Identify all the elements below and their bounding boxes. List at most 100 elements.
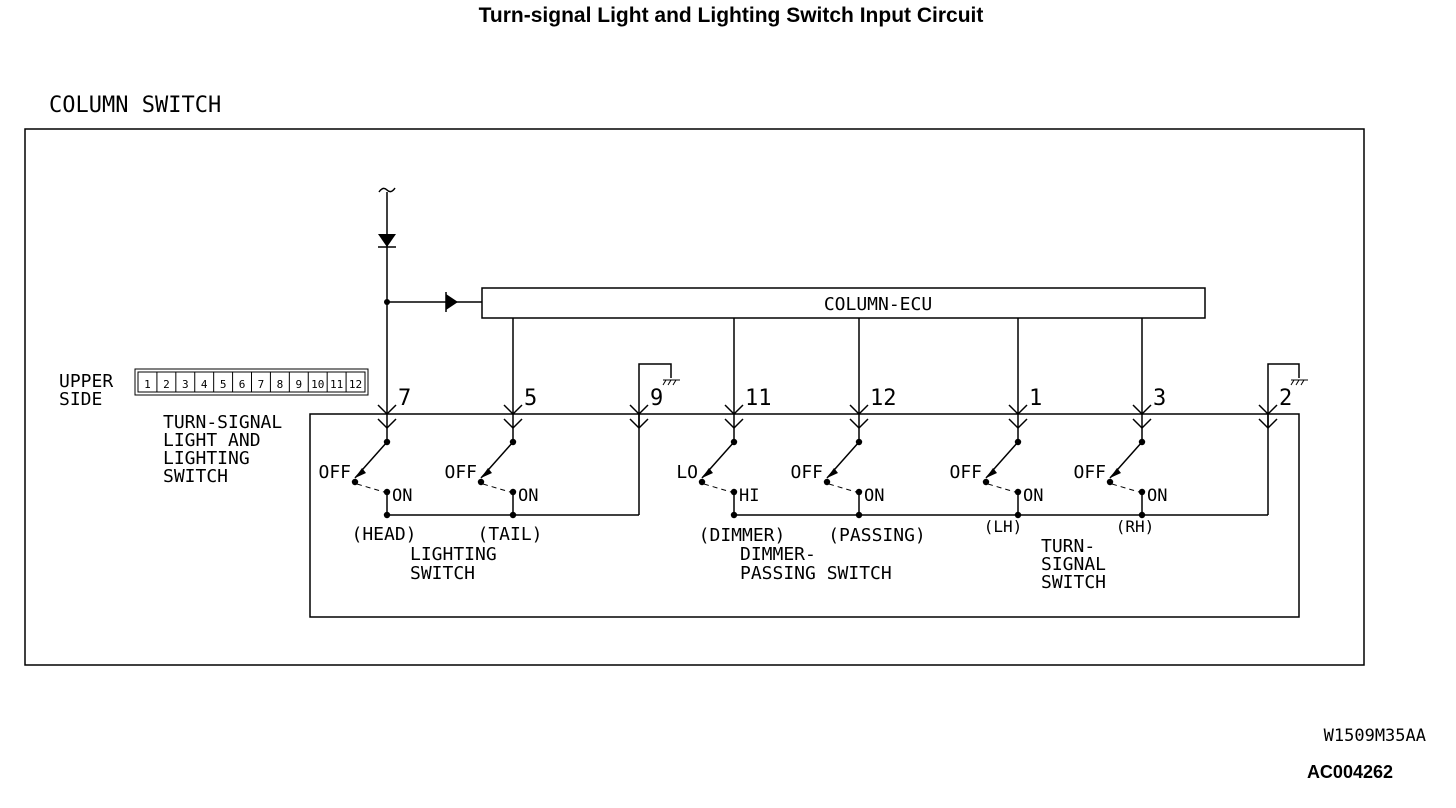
connector-pin: 8 (269, 372, 284, 392)
terminal: 1 (1008, 386, 1042, 430)
pin-number: 5 (220, 378, 227, 391)
pin-number: 12 (349, 378, 362, 391)
pin-number: 8 (277, 378, 284, 391)
pin-number: 4 (201, 378, 208, 391)
terminal: 12 (849, 386, 897, 430)
column-switch-label: COLUMN SWITCH (49, 93, 221, 118)
switch-on-label: ON (1023, 486, 1043, 506)
ecu-output-lines (512, 318, 1143, 414)
pin-number: 6 (239, 378, 246, 391)
pin-number: 2 (163, 378, 170, 391)
pin-number: 7 (258, 378, 265, 391)
group-label-turn: SIGNAL (1041, 554, 1106, 575)
switch-on-label: HI (739, 486, 759, 506)
connector-pin: 7 (251, 372, 265, 392)
inner-switch-label: TURN-SIGNAL LIGHT AND LIGHTING SWITCH (163, 412, 282, 487)
switch-contact: OFF ON (444, 428, 538, 519)
switch-off-label: OFF (790, 462, 823, 483)
group-label-dimmer: DIMMER- (740, 544, 816, 565)
connector-pin: 2 (156, 372, 170, 392)
inner-label-line: TURN-SIGNAL (163, 412, 282, 433)
switch-off-label: OFF (1073, 462, 1106, 483)
figure-code: AC004262 (1307, 762, 1393, 782)
inner-label-line: SWITCH (163, 466, 228, 487)
terminal-number: 12 (870, 386, 897, 411)
switch-contact: OFF ON (318, 428, 412, 519)
terminal: 3 (1132, 386, 1166, 430)
switch-name-head: (HEAD) (351, 524, 416, 545)
connector-label-upper: UPPER (59, 371, 113, 392)
connector-pin: 12 (345, 372, 362, 392)
group-label-lighting: LIGHTING (410, 544, 497, 565)
ground-leads (638, 363, 1308, 414)
switch-names: (HEAD) (TAIL) (DIMMER) (PASSING) (LH) (R… (351, 517, 1154, 546)
group-label-turn: TURN- (1041, 536, 1095, 557)
drawing-code: W1509M35AA (1324, 726, 1426, 746)
pin-number: 1 (144, 378, 151, 391)
switch-off-label: OFF (318, 462, 351, 483)
group-label-turn: SWITCH (1041, 572, 1106, 593)
switch-on-label: ON (392, 486, 412, 506)
switch-contact: OFF ON (790, 428, 884, 519)
group-label-dimmer: PASSING SWITCH (740, 563, 892, 584)
connector-pin: 6 (232, 372, 246, 392)
group-label-lighting: SWITCH (410, 563, 475, 584)
column-ecu-box (481, 287, 1206, 319)
switch-contact: OFF ON (949, 428, 1043, 519)
switch-on-label: ON (1147, 486, 1167, 506)
column-ecu-label: COLUMN-ECU (824, 294, 932, 315)
terminal: 5 (503, 386, 537, 430)
switch-contact: OFF ON (1073, 428, 1167, 519)
switches: OFF ON OFF ON LO HI OFF ON OFF ON OFF ON (318, 428, 1167, 519)
terminal-number: 1 (1029, 386, 1042, 411)
switch-on-label: ON (864, 486, 884, 506)
switch-contact: LO HI (676, 428, 759, 519)
pin-number: 3 (182, 378, 189, 391)
terminal-number: 11 (745, 386, 772, 411)
column-switch-frame (24, 128, 1365, 666)
connector-pin: 1 (144, 378, 151, 391)
switch-name-tail: (TAIL) (477, 524, 542, 545)
connector-pin: 5 (213, 372, 227, 392)
ground-icon (1290, 379, 1308, 386)
switch-frame (309, 413, 1300, 618)
switch-name-dimmer: (DIMMER) (699, 525, 786, 546)
power-feed (378, 187, 482, 414)
switch-on-label: ON (518, 486, 538, 506)
switch-name-rh: (RH) (1116, 517, 1155, 536)
connector-label-side: SIDE (59, 389, 102, 410)
pin-number: 11 (330, 378, 343, 391)
inner-label-line: LIGHTING (163, 448, 250, 469)
switch-off-label: LO (676, 462, 698, 483)
terminal: 7 (377, 386, 411, 430)
terminal: 11 (724, 386, 772, 430)
switch-off-label: OFF (444, 462, 477, 483)
connector-pin: 9 (288, 372, 302, 392)
terminal-number: 7 (398, 386, 411, 411)
pin-number: 9 (295, 378, 302, 391)
diagram-title: Turn-signal Light and Lighting Switch In… (479, 4, 984, 27)
terminal: 2 (1258, 386, 1292, 430)
connector-pin: 4 (194, 372, 208, 392)
switch-name-passing: (PASSING) (828, 525, 926, 546)
diode-icon (446, 294, 458, 310)
group-labels: LIGHTING SWITCH DIMMER- PASSING SWITCH T… (410, 536, 1106, 593)
bus-lines (387, 414, 1269, 516)
terminal-number: 2 (1279, 386, 1292, 411)
pin-number: 10 (311, 378, 324, 391)
ground-icon (662, 379, 680, 386)
terminal-number: 3 (1153, 386, 1166, 411)
switch-name-lh: (LH) (984, 517, 1023, 536)
switch-off-label: OFF (949, 462, 982, 483)
connector-pin: 3 (175, 372, 189, 392)
diode-icon (378, 234, 396, 247)
inner-label-line: LIGHT AND (163, 430, 261, 451)
connector-pin: 10 (307, 372, 324, 392)
terminal-number: 5 (524, 386, 537, 411)
connector-pin: 11 (326, 372, 343, 392)
terminal-number: 9 (650, 386, 663, 411)
terminal: 9 (629, 386, 663, 430)
